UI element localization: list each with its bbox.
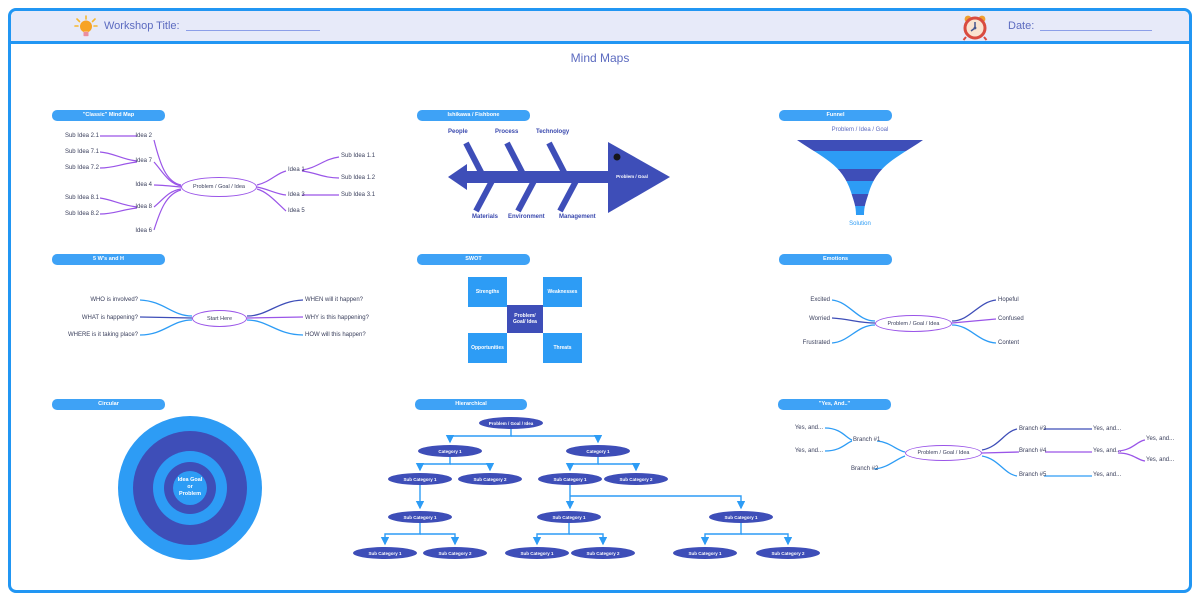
classic-idea[interactable]: Idea 7 [135, 158, 152, 164]
emotions-center-node[interactable]: Problem / Goal / Idea [875, 315, 952, 332]
yes-and-label[interactable]: Yes, and... [1093, 426, 1122, 432]
hier-subcategory-node[interactable]: Sub Category 1 [673, 547, 737, 559]
workshop-title-blank-line[interactable] [186, 29, 320, 31]
branch-label[interactable]: Branch #3 [1019, 426, 1047, 432]
funnel-top-label[interactable]: Problem / Idea / Goal [831, 127, 889, 133]
classic-idea[interactable]: Idea 6 [135, 228, 152, 234]
yes-and-label[interactable]: Yes, and... [794, 425, 823, 431]
branch-label[interactable]: Branch #4 [1019, 448, 1047, 454]
classic-sub-idea[interactable]: Sub Idea 1.2 [341, 175, 376, 181]
badge-hierarchical[interactable]: Hierarchical [415, 399, 527, 410]
yes-and-label[interactable]: Yes, and... [1093, 472, 1122, 478]
emotion-label[interactable]: Content [998, 340, 1020, 346]
classic-sub-idea[interactable]: Sub Idea 8.2 [64, 211, 99, 217]
hier-subcategory-node[interactable]: Sub Category 1 [388, 511, 452, 523]
swot-opportunities-box[interactable]: Opportunities [468, 333, 507, 363]
classic-sub-idea[interactable]: Sub Idea 7.2 [64, 165, 99, 171]
hier-subcategory-node[interactable]: Sub Category 2 [604, 473, 668, 485]
circular-line: Idea Goal [177, 477, 203, 483]
emotion-label[interactable]: Frustrated [802, 340, 830, 346]
emotion-label[interactable]: Hopeful [998, 297, 1019, 303]
yes-and-label[interactable]: Yes, and... [1146, 436, 1175, 442]
hier-subcategory-node[interactable]: Sub Category 1 [537, 511, 601, 523]
hier-root-node[interactable]: Problem / Goal / Idea [479, 417, 543, 429]
five-ws-question[interactable]: WHY is this happening? [305, 315, 369, 321]
five-ws-question[interactable]: HOW will this happen? [305, 332, 366, 338]
circular-line: or [187, 484, 193, 490]
classic-sub-idea[interactable]: Sub Idea 3.1 [341, 192, 376, 198]
classic-idea[interactable]: Idea 1 [288, 167, 305, 173]
fishbone-head-label[interactable]: Problem / Goal [616, 174, 648, 179]
hier-subcategory-node[interactable]: Sub Category 1 [353, 547, 417, 559]
emotion-label[interactable]: Worried [809, 316, 830, 322]
badge-yes-and[interactable]: "Yes, And.." [778, 399, 891, 410]
classic-sub-idea[interactable]: Sub Idea 7.1 [64, 149, 99, 155]
circular-line: Problem [178, 491, 201, 497]
fishbone-cause-label[interactable]: Environment [508, 214, 545, 220]
classic-idea[interactable]: Idea 3 [288, 192, 305, 198]
five-ws-question[interactable]: WHO is involved? [90, 297, 138, 303]
hier-category-node[interactable]: Category 1 [566, 445, 630, 457]
badge-fishbone[interactable]: Ishikawa / Fishbone [417, 110, 530, 121]
swot-center-box[interactable]: Problem/ Goal/ Idea [507, 305, 543, 333]
five-ws-question[interactable]: WHERE is it taking place? [67, 332, 138, 338]
emotion-label[interactable]: Confused [998, 316, 1024, 322]
badge-emotions[interactable]: Emotions [779, 254, 892, 265]
classic-idea[interactable]: Idea 2 [135, 133, 152, 139]
hier-subcategory-node[interactable]: Sub Category 1 [388, 473, 452, 485]
branch-label[interactable]: Branch #1 [853, 437, 881, 443]
badge-swot[interactable]: SWOT [417, 254, 530, 265]
funnel-bottom-label[interactable]: Solution [849, 221, 871, 227]
page-title[interactable]: Mind Maps [570, 51, 630, 65]
fishbone-cause-label[interactable]: Materials [472, 214, 499, 220]
hier-subcategory-node[interactable]: Sub Category 1 [709, 511, 773, 523]
hier-subcategory-node[interactable]: Sub Category 1 [538, 473, 602, 485]
alarm-clock-icon[interactable] [960, 12, 990, 42]
classic-idea[interactable]: Idea 4 [135, 182, 152, 188]
badge-circular[interactable]: Circular [52, 399, 165, 410]
branch-label[interactable]: Branch #5 [1019, 472, 1047, 478]
hier-subcategory-node[interactable]: Sub Category 1 [505, 547, 569, 559]
badge-funnel[interactable]: Funnel [779, 110, 892, 121]
yes-and-label[interactable]: Yes, and... [1146, 457, 1175, 463]
date-blank-line[interactable] [1040, 29, 1152, 31]
fishbone-cause-label[interactable]: People [448, 129, 468, 135]
emotion-label[interactable]: Excited [810, 297, 830, 303]
branch-label[interactable]: Branch #2 [851, 466, 879, 472]
badge-five-ws[interactable]: 5 W's and H [52, 254, 165, 265]
hier-subcategory-node[interactable]: Sub Category 2 [423, 547, 487, 559]
classic-sub-idea[interactable]: Sub Idea 1.1 [341, 153, 376, 159]
fishbone-cause-label[interactable]: Process [495, 129, 519, 135]
classic-center-node[interactable]: Problem / Goal / Idea [181, 177, 257, 197]
classic-sub-idea[interactable]: Sub Idea 2.1 [64, 133, 99, 139]
classic-idea[interactable]: Idea 8 [135, 204, 152, 210]
five-ws-center-node[interactable]: Start Here [192, 310, 247, 327]
hier-subcategory-node[interactable]: Sub Category 2 [756, 547, 820, 559]
classic-sub-idea[interactable]: Sub Idea 8.1 [64, 195, 99, 201]
yes-and-center-node[interactable]: Problem / Goal / Idea [905, 445, 982, 461]
board-frame [8, 8, 1192, 593]
five-ws-question[interactable]: WHEN will it happen? [305, 297, 364, 303]
fishbone-cause-label[interactable]: Technology [536, 129, 570, 135]
yes-and-label[interactable]: Yes, and... [794, 448, 823, 454]
hier-subcategory-node[interactable]: Sub Category 2 [458, 473, 522, 485]
badge-classic[interactable]: "Classic" Mind Map [52, 110, 165, 121]
header [11, 11, 1189, 44]
hier-category-node[interactable]: Category 1 [418, 445, 482, 457]
lightbulb-icon[interactable] [72, 14, 100, 42]
workshop-title-label: Workshop Title: [104, 20, 180, 32]
swot-strengths-box[interactable]: Strengths [468, 277, 507, 307]
five-ws-question[interactable]: WHAT is happening? [81, 315, 138, 321]
swot-weaknesses-box[interactable]: Weaknesses [543, 277, 582, 307]
circular-center-label[interactable]: Idea Goal or Problem [158, 477, 222, 498]
hier-subcategory-node[interactable]: Sub Category 2 [571, 547, 635, 559]
date-label: Date: [1008, 20, 1035, 32]
classic-idea[interactable]: Idea 5 [288, 208, 305, 214]
yes-and-label[interactable]: Yes, and... [1093, 448, 1122, 454]
swot-threats-box[interactable]: Threats [543, 333, 582, 363]
fishbone-cause-label[interactable]: Management [559, 214, 596, 220]
